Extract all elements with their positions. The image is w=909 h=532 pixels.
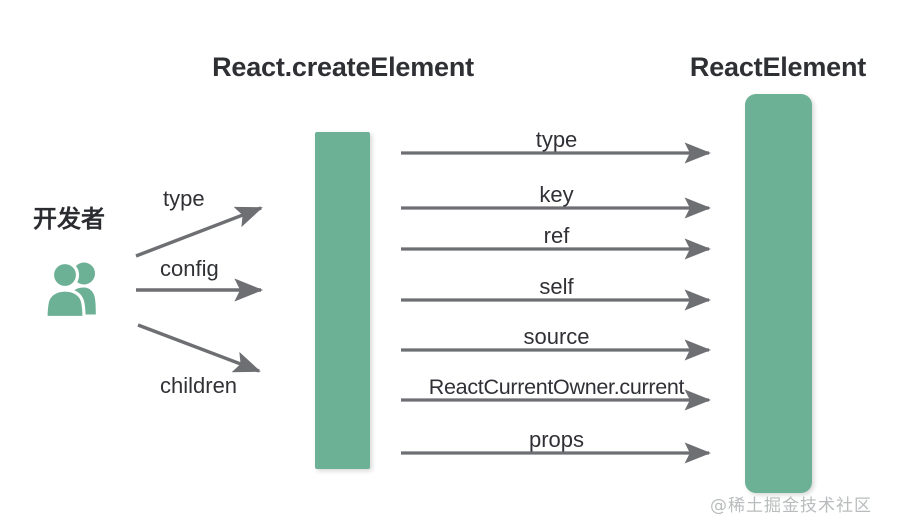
- arrow-line-type: [135, 206, 263, 258]
- developer-label: 开发者: [33, 206, 105, 233]
- title-react-element: ReactElement: [689, 52, 867, 82]
- output-arrow-label-key: key: [539, 182, 574, 207]
- pillar-react-create-element: [315, 132, 370, 469]
- output-arrow-label-react-current-owner-current: ReactCurrentOwner.current: [428, 375, 685, 399]
- title-react-create-element: React.createElement: [212, 52, 474, 82]
- pillar-react-element: [745, 94, 812, 493]
- input-arrow-label-config: config: [160, 256, 219, 281]
- output-arrow-label-ref: ref: [543, 223, 570, 248]
- output-arrow-label-props: props: [528, 427, 585, 452]
- arrow-line-children: [137, 323, 261, 373]
- input-arrow-label-type: type: [163, 186, 205, 211]
- watermark: @稀土掘金技术社区: [710, 496, 872, 516]
- output-arrow-label-source: source: [523, 324, 590, 349]
- input-arrow-label-children: children: [160, 373, 238, 398]
- output-arrow-label-type: type: [535, 127, 578, 152]
- output-arrow-label-self: self: [539, 274, 574, 299]
- users-icon: [34, 258, 106, 320]
